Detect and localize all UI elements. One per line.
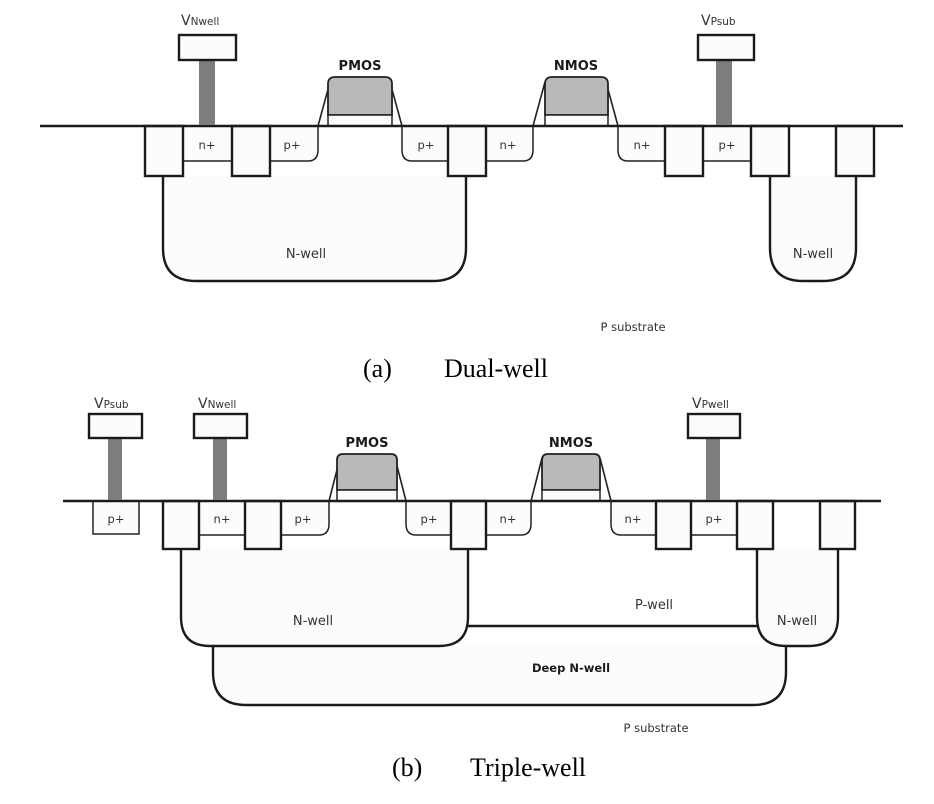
terminal-label: VPwell <box>692 396 729 412</box>
diffusion-label: n+ <box>625 512 642 526</box>
nmos-label: NMOS <box>549 436 593 451</box>
pmos-label: PMOS <box>339 59 382 74</box>
contact-pillar <box>199 60 215 125</box>
contact-pillar <box>716 60 732 125</box>
terminal-vpsub <box>696 33 756 62</box>
well-label: N-well <box>793 247 833 262</box>
diffusion-label: n+ <box>199 138 216 152</box>
diffusion-label: p+ <box>418 138 435 152</box>
well-label: N-well <box>286 247 326 262</box>
nmos-gate <box>532 76 619 127</box>
p-plus-region <box>280 501 330 536</box>
terminal-vnwell <box>177 33 238 62</box>
terminal-label: VPsub <box>701 13 736 29</box>
substrate-label: P substrate <box>623 721 688 735</box>
terminal-vpsub <box>87 412 144 440</box>
contact-pillar <box>108 438 122 500</box>
substrate-label: P substrate <box>600 320 665 334</box>
triple-well-diagram: VPsub VNwell VPwell PMOS NMOS p+ n+ p+ p… <box>63 396 881 782</box>
sti-isolation <box>663 124 705 178</box>
n-plus-region <box>617 127 666 162</box>
well-label: P-well <box>635 598 673 613</box>
diffusion-label: p+ <box>706 512 723 526</box>
sti-isolation <box>654 499 693 551</box>
pmos-gate <box>317 76 403 127</box>
deep-n-well-label: Deep N-well <box>532 661 610 675</box>
p-plus-region <box>401 127 449 162</box>
diffusion-label: n+ <box>214 512 231 526</box>
pmos-gate <box>328 453 407 502</box>
sti-isolation <box>749 124 791 178</box>
diffusion-label: p+ <box>108 512 125 526</box>
terminal-vpwell <box>686 412 742 440</box>
diffusion-label: n+ <box>634 138 651 152</box>
diffusion-label: p+ <box>284 138 301 152</box>
p-plus-region <box>405 501 452 536</box>
caption-title: Triple-well <box>470 753 586 782</box>
n-well-right <box>768 176 858 283</box>
caption-title: Dual-well <box>444 354 548 383</box>
n-plus-region <box>485 127 534 162</box>
sti-isolation <box>834 124 876 178</box>
nmos-label: NMOS <box>554 59 598 74</box>
terminal-label: VNwell <box>181 13 219 29</box>
sti-isolation <box>143 124 185 178</box>
sti-isolation <box>446 124 488 178</box>
deep-n-well <box>211 646 788 707</box>
diffusion-label: p+ <box>719 138 736 152</box>
pmos-label: PMOS <box>346 436 389 451</box>
n-plus-region <box>485 501 532 536</box>
n-well-left <box>161 176 468 283</box>
n-well-left <box>179 549 470 648</box>
sti-isolation <box>735 499 775 551</box>
caption-tag: (b) <box>392 753 422 782</box>
sti-isolation <box>818 499 857 551</box>
caption-tag: (a) <box>363 354 392 383</box>
p-plus-region <box>269 127 319 162</box>
n-plus-region <box>610 501 657 536</box>
well-label: N-well <box>777 614 817 629</box>
well-label: N-well <box>293 614 333 629</box>
nmos-gate <box>530 453 612 502</box>
diffusion-label: n+ <box>500 512 517 526</box>
terminal-label: VPsub <box>94 396 129 412</box>
n-well-right <box>755 549 840 648</box>
diffusion-label: p+ <box>295 512 312 526</box>
p-plus-region <box>92 501 140 535</box>
contact-pillar <box>706 438 720 500</box>
diffusion-label: p+ <box>421 512 438 526</box>
sti-isolation <box>449 499 488 551</box>
diffusion-label: n+ <box>500 138 517 152</box>
dual-well-diagram: VNwell VPsub PMOS NMOS n+ p+ p+ n+ n+ p+… <box>40 13 903 383</box>
sti-isolation <box>161 499 201 551</box>
sti-isolation <box>243 499 283 551</box>
contact-pillar <box>213 438 227 500</box>
sti-isolation <box>230 124 272 178</box>
terminal-vnwell <box>192 412 249 440</box>
terminal-label: VNwell <box>198 396 236 412</box>
